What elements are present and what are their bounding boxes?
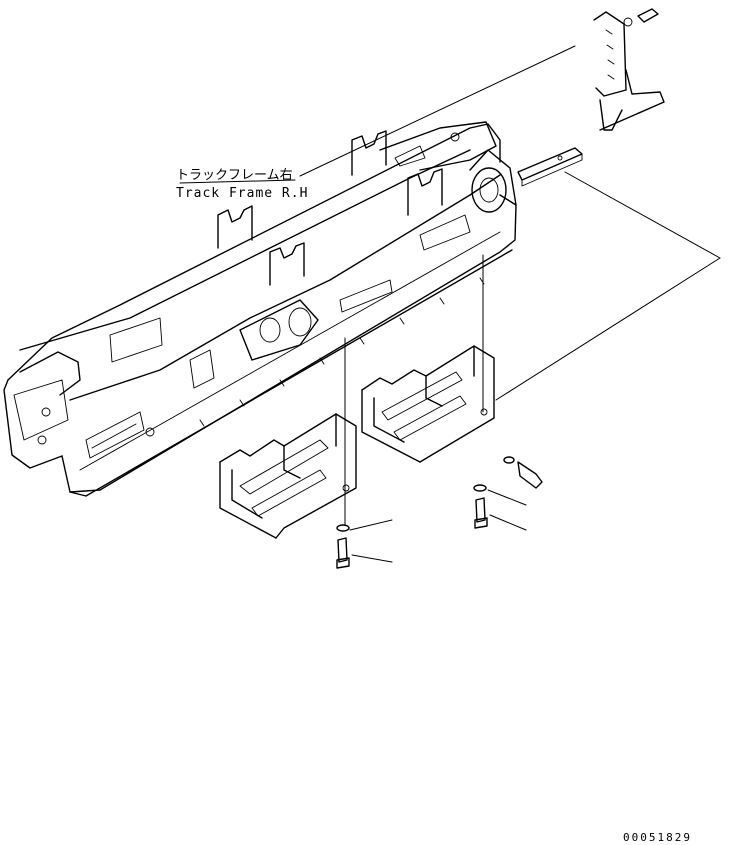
bar-plate	[517, 147, 583, 187]
guard-bracket-left	[219, 413, 357, 539]
drawing-number: 00051829	[623, 831, 692, 844]
rear-guard-bracket	[593, 8, 665, 131]
leader-lines	[179, 45, 721, 563]
track-frame-label-jp: トラックフレーム右	[176, 168, 293, 183]
guard-bracket-right	[361, 345, 495, 463]
fasteners	[336, 456, 543, 569]
track-frame-label-en: Track Frame R.H	[176, 186, 309, 201]
track-frame-rh	[3, 121, 517, 497]
